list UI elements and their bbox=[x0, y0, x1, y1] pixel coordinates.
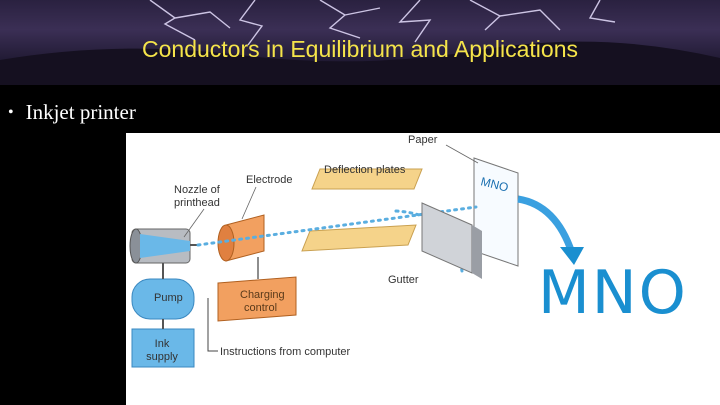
paper-text: MNO bbox=[479, 174, 510, 194]
label-nozzle-2: printhead bbox=[174, 197, 220, 209]
paper-leader bbox=[445, 144, 479, 164]
label-charging-2: control bbox=[244, 302, 277, 314]
label-gutter: Gutter bbox=[388, 274, 419, 286]
label-pump: Pump bbox=[154, 292, 183, 304]
slide-title: Conductors in Equilibrium and Applicatio… bbox=[142, 36, 578, 62]
bullet-text: Inkjet printer bbox=[25, 100, 136, 124]
electrode-leader bbox=[241, 186, 257, 220]
label-nozzle-1: Nozzle of bbox=[174, 184, 221, 196]
output-text: MNO bbox=[538, 258, 688, 328]
gutter bbox=[421, 202, 473, 274]
label-charging-1: Charging bbox=[240, 289, 285, 301]
ink-in-nozzle bbox=[140, 234, 190, 258]
instructions-bracket bbox=[207, 298, 218, 352]
bullet-dot: • bbox=[8, 104, 14, 121]
charging-control bbox=[217, 276, 297, 322]
plate-top bbox=[311, 168, 423, 190]
label-plates: Deflection plates bbox=[324, 164, 406, 176]
plate-bottom bbox=[301, 224, 417, 252]
lightning-banner bbox=[0, 0, 720, 85]
output-arrow bbox=[517, 195, 576, 255]
inkjet-diagram-svg: MNO Paper Nozzle of printhead Electrode … bbox=[129, 134, 688, 368]
label-paper: Paper bbox=[408, 134, 438, 146]
label-ink-2: supply bbox=[146, 351, 178, 363]
inkjet-diagram: MNO Paper Nozzle of printhead Electrode … bbox=[126, 133, 720, 405]
arrow-head-icon bbox=[560, 247, 584, 265]
bullet-item: • Inkjet printer bbox=[8, 100, 136, 125]
label-instructions: Instructions from computer bbox=[220, 346, 351, 358]
gutter-side bbox=[472, 225, 482, 279]
paper-sheet bbox=[473, 157, 519, 267]
label-ink-1: Ink bbox=[155, 338, 170, 350]
nozzle-leader bbox=[183, 208, 205, 238]
lightning-icon bbox=[0, 0, 720, 85]
label-electrode: Electrode bbox=[246, 174, 292, 186]
